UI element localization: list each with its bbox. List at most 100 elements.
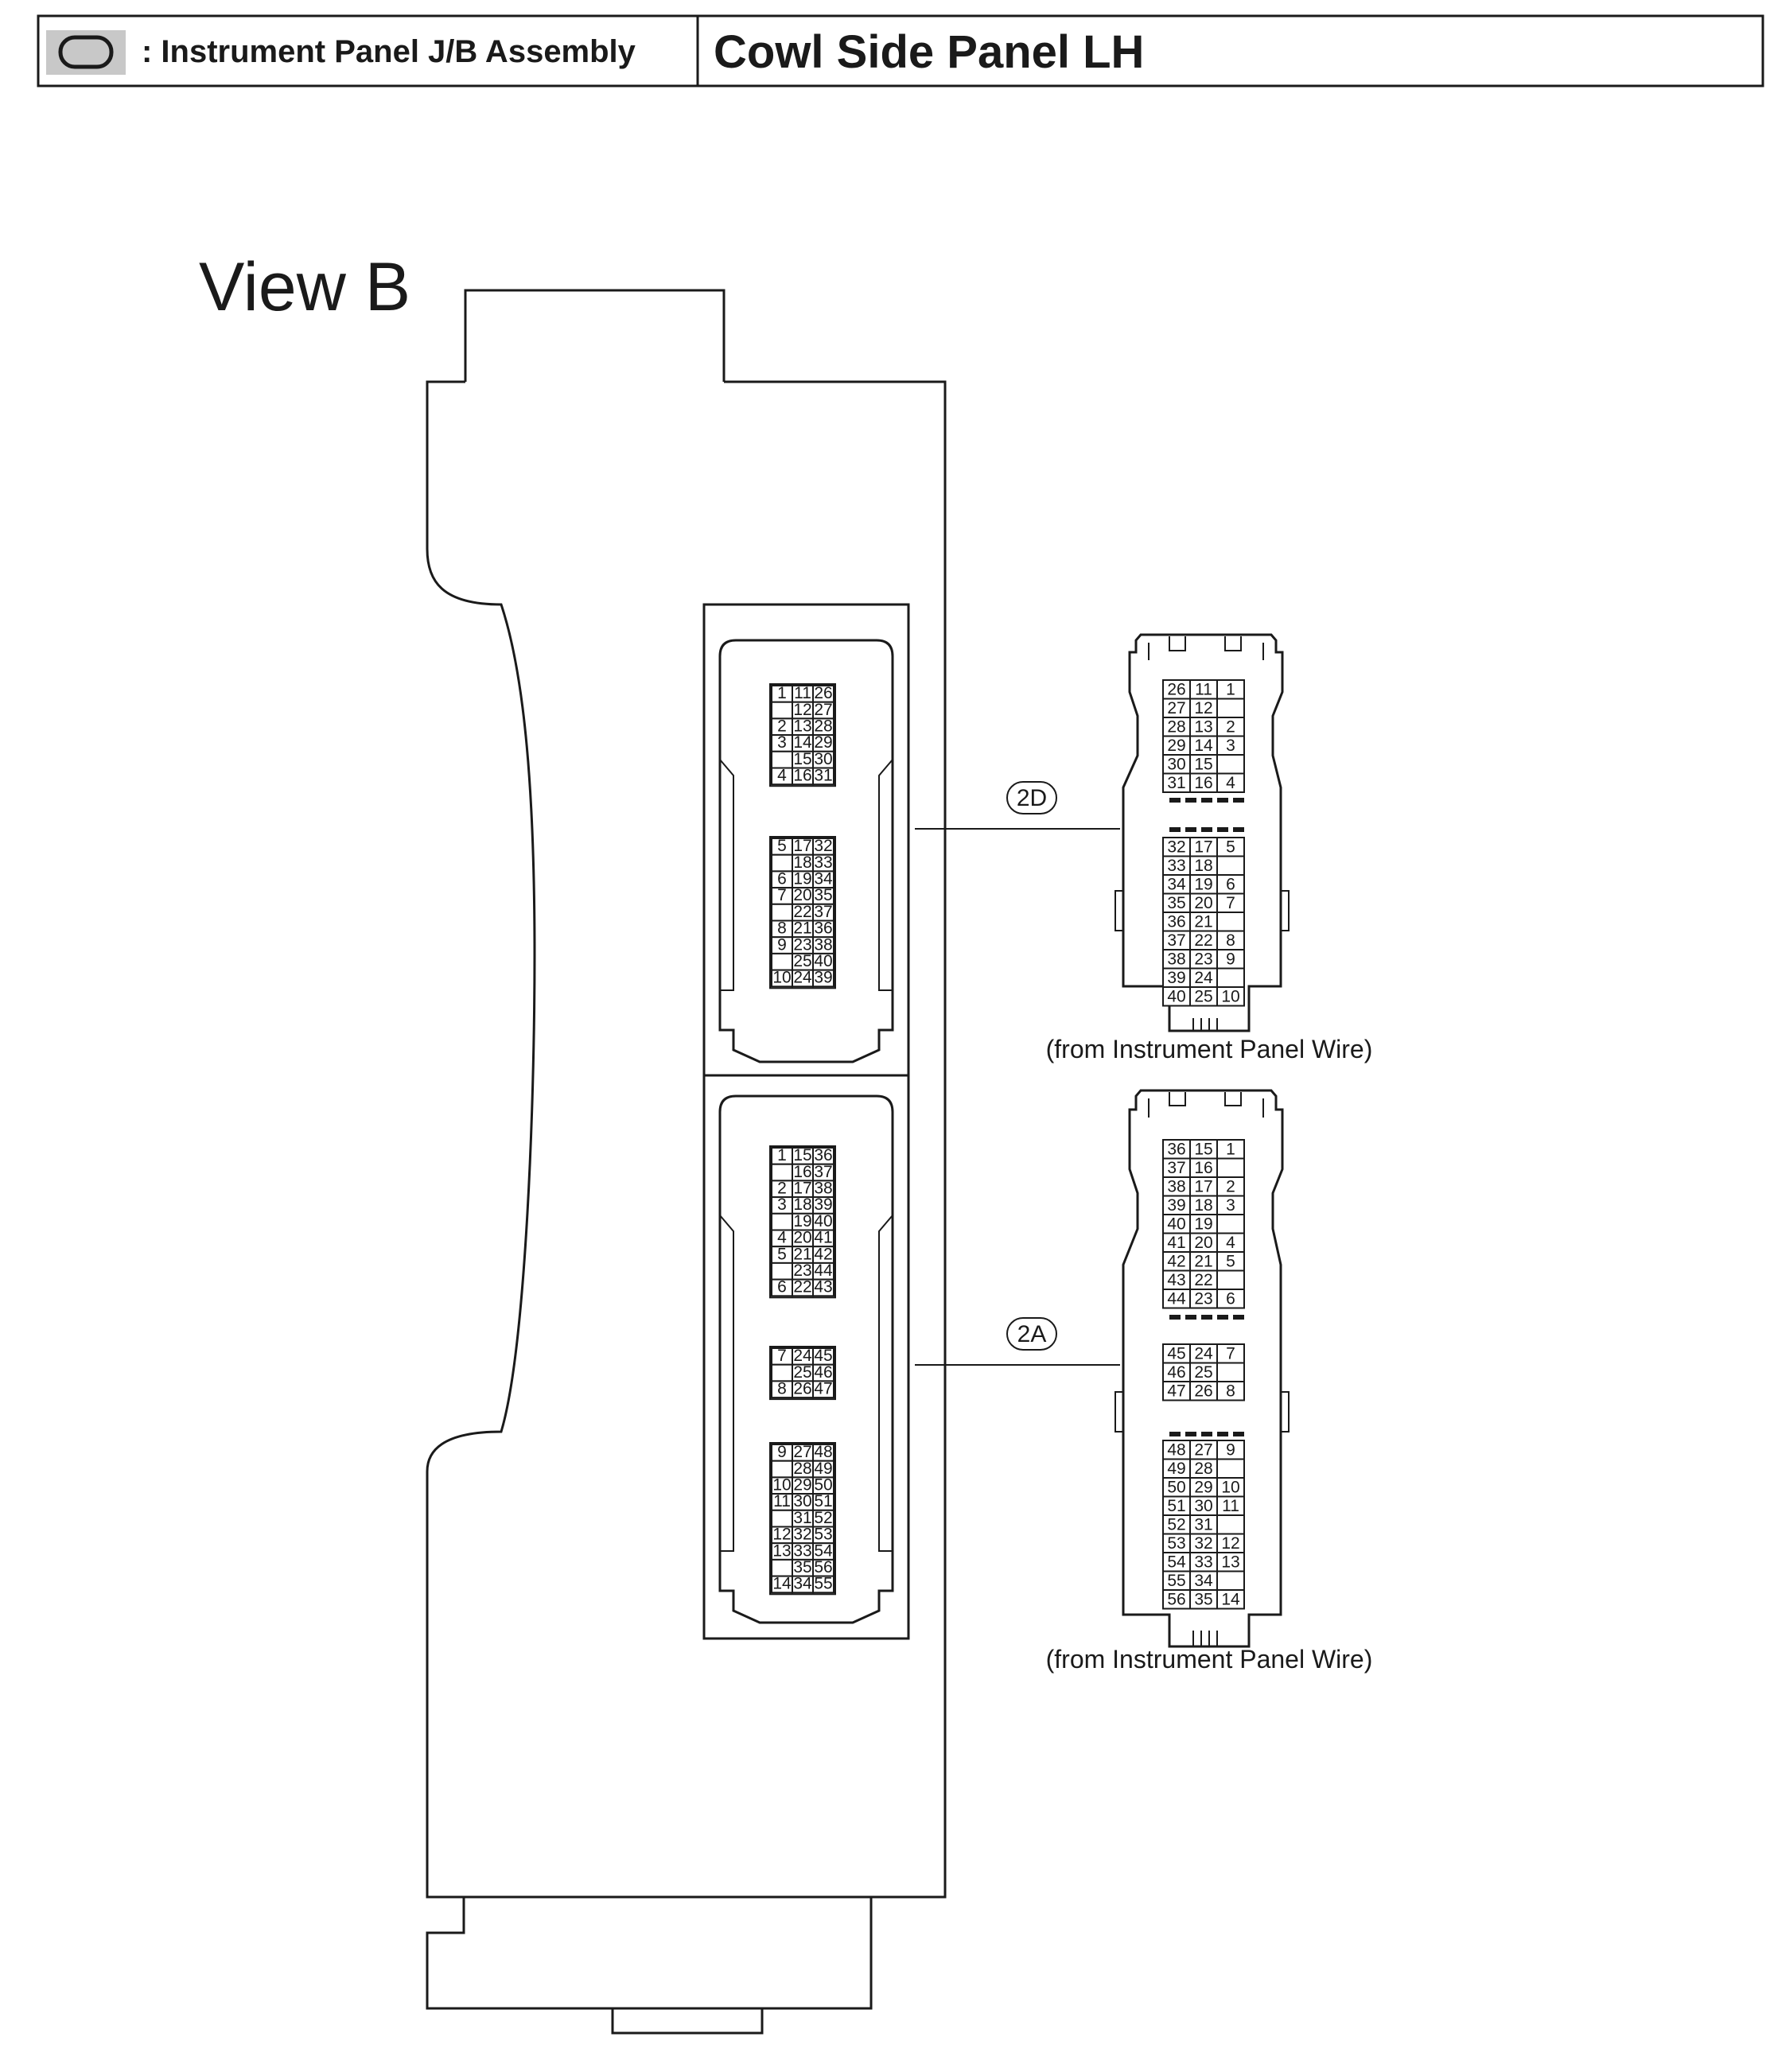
- latch-tick: [1217, 798, 1228, 803]
- pin-cell: [1216, 772, 1245, 793]
- pin-number: 17: [793, 837, 811, 855]
- pin-number: 44: [814, 1261, 833, 1280]
- pin-number: 37: [1167, 1159, 1185, 1177]
- pin-number: 12: [793, 701, 811, 719]
- pin-number: 45: [1167, 1344, 1185, 1363]
- pin-number: 14: [1194, 737, 1213, 755]
- pin-number: 55: [1167, 1572, 1185, 1590]
- pin-number: 7: [1226, 894, 1235, 912]
- pin-number: 32: [1194, 1534, 1212, 1553]
- pin-cell: [771, 1509, 793, 1528]
- pin-cell: [771, 853, 793, 873]
- pin-number: 33: [1194, 1553, 1212, 1571]
- pin-number: 52: [814, 1509, 832, 1527]
- pin-cell: [1216, 986, 1245, 1007]
- pin-number: 30: [1167, 755, 1185, 773]
- pin-number: 29: [814, 733, 832, 752]
- pin-number: 33: [1167, 857, 1185, 875]
- pin-number: 6: [1226, 875, 1235, 893]
- callout-2d-code: 2D: [1017, 785, 1047, 811]
- pin-number: 50: [814, 1476, 832, 1495]
- pin-number: 16: [793, 1163, 811, 1181]
- pin-number: 2: [1226, 1177, 1235, 1195]
- pin-number: 40: [814, 952, 832, 970]
- pin-number: 54: [814, 1541, 833, 1560]
- pin-number: 29: [793, 1476, 811, 1495]
- pin-number: 49: [1167, 1460, 1185, 1478]
- callout-2a: 2A: [1006, 1317, 1057, 1351]
- callout-2a-code: 2A: [1017, 1321, 1047, 1347]
- jb-pin-block: [769, 1442, 836, 1596]
- pin-number: 40: [1167, 987, 1185, 1005]
- pin-cell: [812, 1575, 834, 1594]
- pin-number: 23: [1194, 950, 1212, 968]
- pin-number: 6: [777, 1278, 787, 1296]
- pin-number: 43: [814, 1278, 832, 1296]
- pin-number: 9: [1226, 1440, 1235, 1459]
- pin-number: 14: [772, 1575, 792, 1593]
- pin-cell: [1216, 1214, 1245, 1234]
- pin-number: 38: [1167, 950, 1185, 968]
- pin-number: 31: [814, 767, 832, 785]
- pin-number: 24: [1194, 1344, 1213, 1363]
- pin-number: 42: [1167, 1252, 1185, 1270]
- pin-cell: [771, 1212, 793, 1231]
- pin-cell: [1216, 1362, 1245, 1382]
- callout-2d: 2D: [1006, 781, 1057, 814]
- pin-number: 8: [777, 919, 787, 938]
- pin-number: 26: [1194, 1382, 1212, 1400]
- pin-number: 10: [1221, 1478, 1239, 1496]
- connector-2a-caption: (from Instrument Panel Wire): [1046, 1645, 1373, 1674]
- jb-pin-block: [769, 836, 836, 989]
- pin-number: 53: [814, 1526, 832, 1544]
- pin-number: 51: [1167, 1497, 1185, 1515]
- pin-number: 3: [777, 733, 787, 752]
- pin-number: 8: [1226, 1382, 1235, 1400]
- jb-socket-frame: [718, 1094, 894, 1624]
- pin-number: 35: [1167, 894, 1185, 912]
- pin-number: 26: [1167, 680, 1185, 698]
- latch-tick: [1185, 798, 1196, 803]
- pin-number: 40: [814, 1212, 832, 1230]
- latch-tick: [1201, 827, 1212, 832]
- pin-number: 36: [1167, 1140, 1185, 1158]
- pin-number: 27: [1194, 1440, 1212, 1459]
- pin-number: 5: [1226, 1252, 1235, 1270]
- pin-number: 51: [814, 1492, 832, 1510]
- pin-cell: [771, 1261, 793, 1281]
- pin-number: 18: [793, 853, 811, 872]
- latch-tick: [1201, 1315, 1212, 1320]
- pin-number: 27: [814, 701, 832, 719]
- pin-cell: [1216, 1570, 1245, 1591]
- pin-cell: [771, 952, 793, 971]
- pin-number: 2: [777, 1180, 787, 1198]
- pin-number: 21: [793, 1245, 811, 1263]
- pin-number: 36: [814, 1146, 832, 1164]
- latch-tick: [1233, 1432, 1244, 1436]
- pin-number: 26: [793, 1380, 811, 1398]
- pin-number: 41: [1167, 1234, 1185, 1252]
- pin-number: 19: [793, 870, 811, 888]
- pin-number: 16: [1194, 774, 1212, 792]
- pin-cell: [1216, 1589, 1245, 1610]
- pin-number: 7: [777, 1347, 787, 1365]
- pin-number: 20: [1194, 894, 1212, 912]
- pin-number: 7: [1226, 1344, 1235, 1363]
- pin-number: 22: [1194, 931, 1212, 950]
- pin-number: 54: [1167, 1553, 1186, 1571]
- latch-tick: [1233, 798, 1244, 803]
- pin-number: 25: [1194, 1363, 1212, 1382]
- pin-number: 16: [793, 767, 811, 785]
- latch-tick: [1169, 827, 1181, 832]
- pin-number: 20: [793, 1229, 811, 1247]
- pin-cell: [1216, 754, 1245, 775]
